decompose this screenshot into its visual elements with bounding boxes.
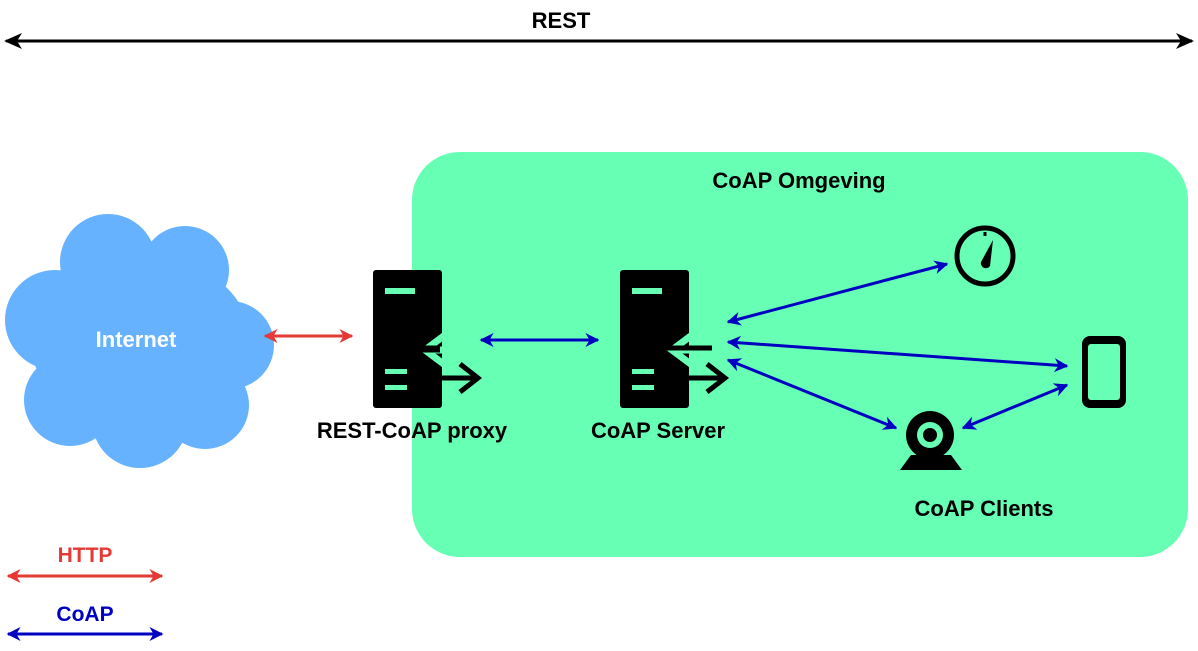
environment-label: CoAP Omgeving: [712, 168, 886, 193]
proxy-label: REST-CoAP proxy: [316, 418, 508, 443]
coap-arrow-server-phone: [726, 335, 1069, 373]
legend-http-label: HTTP: [57, 544, 113, 567]
cloud-icon: [5, 214, 274, 468]
legend-coap-label: CoAP: [56, 603, 114, 626]
clients-label: CoAP Clients: [914, 496, 1054, 521]
server-label: CoAP Server: [590, 418, 726, 443]
gauge-icon: [954, 225, 1016, 287]
coap-arrow-server-gauge: [726, 260, 949, 326]
coap-arrow-webcam-phone: [961, 383, 1069, 430]
smartphone-icon: [1082, 336, 1126, 408]
coap-arrow-server-webcam: [726, 358, 898, 430]
webcam-icon: [900, 411, 962, 470]
coap-environment-box: [412, 152, 1188, 557]
internet-label: Internet: [95, 327, 177, 352]
rest-label: REST: [531, 8, 591, 33]
server-icon: [620, 270, 730, 408]
server-icon: [373, 270, 483, 408]
